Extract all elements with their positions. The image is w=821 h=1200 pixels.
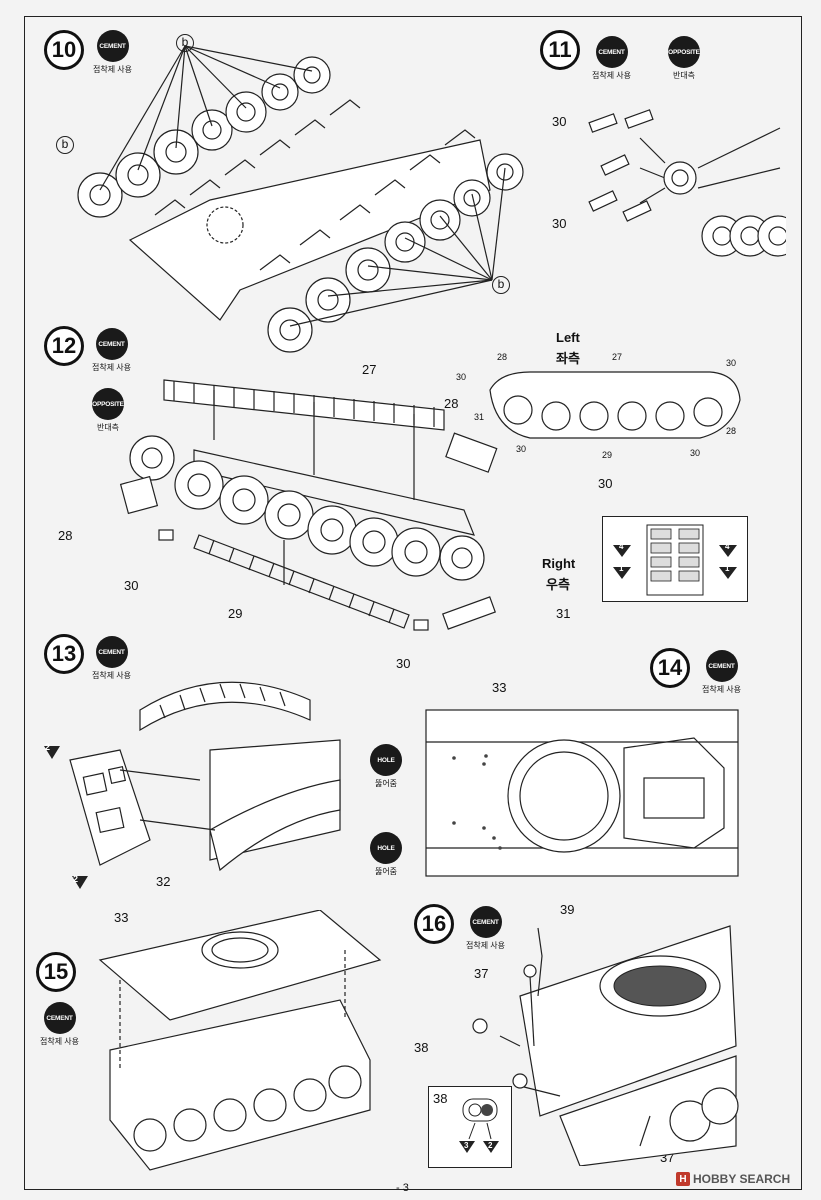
step-16-number: 16: [414, 904, 454, 944]
left-side-track-figure: [489, 371, 741, 439]
step-13-mark-2-bottom: 2: [73, 874, 79, 884]
watermark-text: HOBBY SEARCH: [693, 1172, 791, 1186]
cement-caption: 접착제 사용: [93, 65, 133, 74]
step-14-hole-badge-bottom: HOLE 뚫어줌: [370, 832, 402, 877]
inset-mark-4-left: 4: [619, 542, 624, 551]
step-16-part-37-top: 37: [474, 966, 489, 981]
step-12-part-28-left: 28: [58, 528, 73, 543]
callout-b-left: b: [56, 136, 74, 154]
step-14-part-33: 33: [492, 680, 507, 695]
step-12-track-figure: [119, 379, 498, 631]
step-11-cement-badge: CEMENT 접착제 사용: [592, 36, 631, 81]
cement-icon: CEMENT: [95, 636, 128, 668]
cement-caption: 접착제 사용: [466, 941, 506, 950]
left-part-30-right: 30: [726, 358, 737, 368]
left-part-30-bottom-left: 30: [516, 444, 527, 454]
step-15-cement-badge: CEMENT 접착제 사용: [40, 1002, 79, 1047]
watermark: H HOBBY SEARCH: [676, 1172, 790, 1186]
inset-mark-1-right: 1: [725, 564, 730, 573]
step-12-part-30-left: 30: [124, 578, 139, 593]
cement-caption: 접착제 사용: [40, 1037, 80, 1046]
step-12-part-31: 31: [556, 606, 571, 621]
step-15-number: 15: [36, 952, 76, 992]
left-part-28-top: 28: [497, 352, 508, 362]
step-11-number: 11: [540, 30, 580, 70]
inset-mark-4-right: 4: [725, 542, 730, 551]
hole-caption: 뚫어줌: [374, 779, 398, 788]
step-14-number: 14: [650, 648, 690, 688]
step-12-part-27: 27: [362, 362, 377, 377]
inset-mark-2: 2: [488, 1141, 493, 1150]
step-11-track-pin-figure: [588, 109, 786, 257]
inset-mark-1-left: 1: [619, 564, 624, 573]
opposite-caption: 반대측: [96, 423, 120, 432]
step-12-part-29: 29: [228, 606, 243, 621]
left-part-27: 27: [612, 352, 623, 362]
step-10-cement-badge: CEMENT 접착제 사용: [93, 30, 132, 75]
cement-caption: 접착제 사용: [702, 685, 742, 694]
cement-icon: CEMENT: [469, 906, 502, 938]
left-side-label-kr: 좌측: [556, 351, 580, 366]
hobby-search-logo-icon: H: [676, 1172, 690, 1186]
step-10-number: 10: [44, 30, 84, 70]
step-16-cement-badge: CEMENT 접착제 사용: [466, 906, 505, 951]
page-number: - 3: [396, 1182, 409, 1194]
hole-caption: 뚫어줌: [374, 867, 398, 876]
callout-b-right: b: [492, 276, 510, 294]
opposite-caption: 반대측: [672, 71, 696, 80]
step-15-hull-assembly-figure: [98, 910, 382, 1171]
right-side-label-kr: 우측: [546, 577, 570, 592]
cement-icon: CEMENT: [595, 36, 628, 68]
step-14-hole-badge-top: HOLE 뚫어줌: [370, 744, 402, 789]
step-12-part-30-right: 30: [598, 476, 613, 491]
cement-icon: CEMENT: [95, 328, 128, 360]
opposite-icon: OPPOSITE: [668, 36, 700, 68]
step-14-cement-badge: CEMENT 접착제 사용: [702, 650, 741, 695]
cement-icon: CEMENT: [43, 1002, 76, 1034]
step-16-headlight-figure: [472, 925, 739, 1166]
step-11-opposite-badge: OPPOSITE 반대측: [668, 36, 700, 81]
hole-icon: HOLE: [370, 832, 402, 864]
step-11-part-30-top: 30: [552, 114, 567, 129]
cement-icon: CEMENT: [705, 650, 738, 682]
cement-caption: 접착제 사용: [92, 363, 132, 372]
opposite-icon: OPPOSITE: [92, 388, 124, 420]
cement-caption: 접착제 사용: [92, 671, 132, 680]
step-12-part-30-bottom: 30: [396, 656, 411, 671]
step-13-cement-badge: CEMENT 접착제 사용: [92, 636, 131, 681]
left-part-30-left: 30: [456, 372, 467, 382]
step-14-hull-top-figure: [425, 709, 739, 877]
step-16-detail-inset: 38 3 2: [428, 1086, 512, 1168]
step-12-opposite-badge: OPPOSITE 반대측: [92, 388, 124, 433]
step-15-part-33: 33: [114, 910, 129, 925]
page-border: [24, 16, 802, 1190]
track-orientation-inset: 4 1 4 1: [602, 516, 748, 602]
inset-part-38: 38: [433, 1091, 448, 1106]
left-part-31: 31: [474, 412, 485, 422]
hole-icon: HOLE: [370, 744, 402, 776]
left-part-28-bottom: 28: [726, 426, 737, 436]
step-13-number: 13: [44, 634, 84, 674]
step-13-mark-2-top: 2: [45, 742, 51, 752]
step-11-part-30-bottom: 30: [552, 216, 567, 231]
right-side-label-en: Right: [542, 556, 576, 571]
step-12-cement-badge: CEMENT 접착제 사용: [92, 328, 131, 373]
step-10-suspension-figure: [77, 45, 524, 353]
left-part-30-bottom-right: 30: [690, 448, 701, 458]
left-side-label-en: Left: [556, 330, 580, 345]
step-16-part-39: 39: [560, 902, 575, 917]
step-12-number: 12: [44, 326, 84, 366]
step-13-rear-plate-figure: [44, 681, 341, 889]
step-13-part-32: 32: [156, 874, 171, 889]
step-12-part-28-right: 28: [444, 396, 459, 411]
step-16-part-38: 38: [414, 1040, 429, 1055]
left-part-29: 29: [602, 450, 613, 460]
inset-mark-3: 3: [464, 1141, 469, 1150]
cement-caption: 접착제 사용: [592, 71, 632, 80]
cement-icon: CEMENT: [96, 30, 129, 62]
